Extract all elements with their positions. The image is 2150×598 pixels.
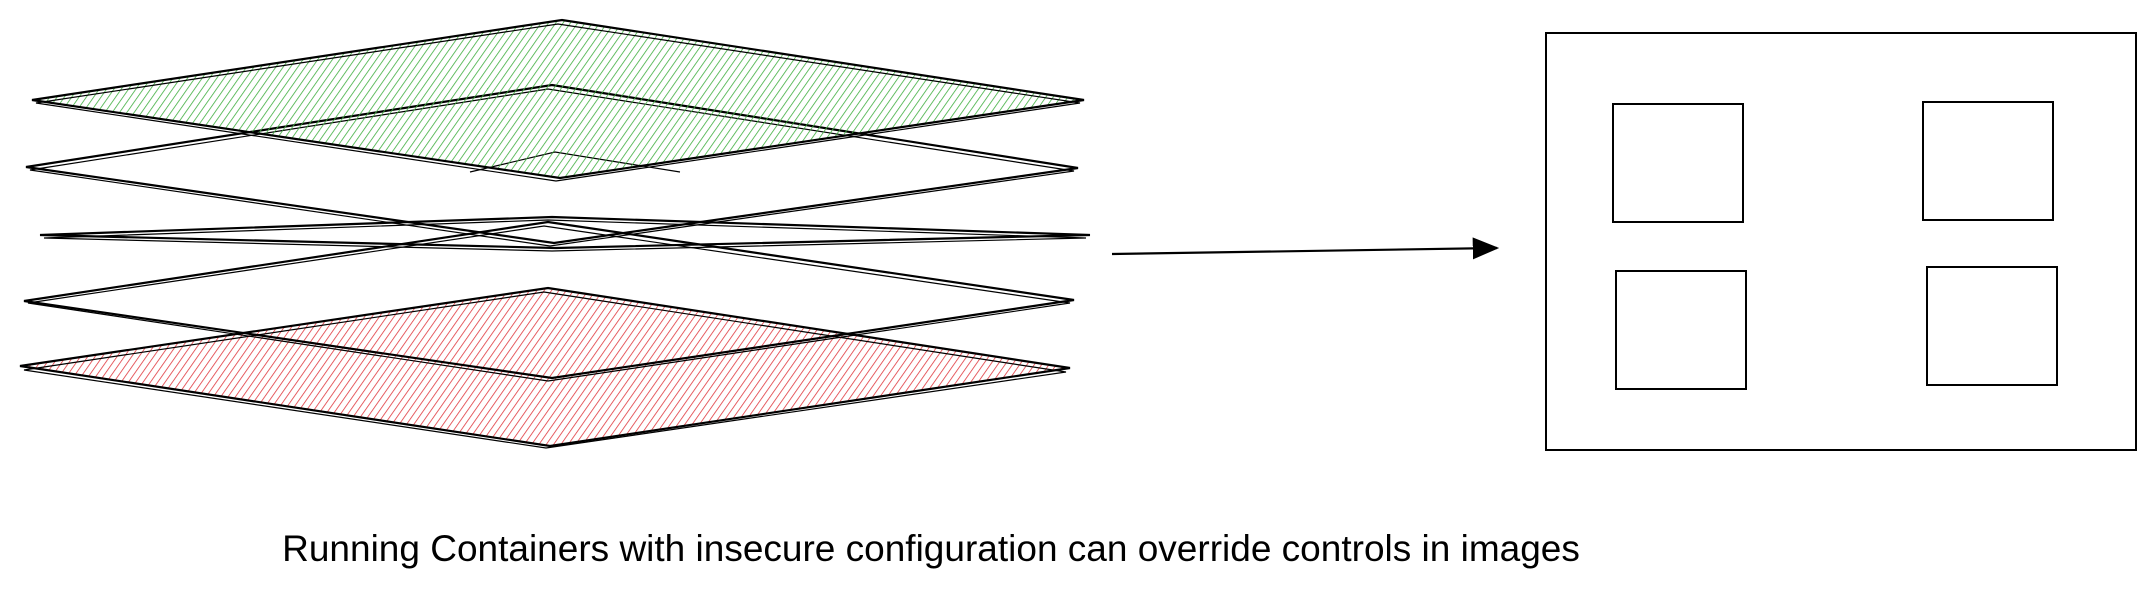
layer-4	[23, 220, 1075, 382]
image-layer-stack	[19, 18, 1091, 449]
container-host	[1545, 32, 2137, 451]
container-box-2	[1922, 101, 2054, 221]
arrow	[1111, 237, 1500, 260]
layer-bottom	[19, 286, 1071, 449]
diagram-caption: Running Containers with insecure configu…	[282, 528, 1580, 569]
layer-3	[39, 215, 1091, 252]
container-box-4	[1926, 266, 2058, 386]
layer-top	[31, 18, 1085, 182]
container-box-3	[1615, 270, 1747, 390]
container-box-1	[1612, 103, 1744, 223]
